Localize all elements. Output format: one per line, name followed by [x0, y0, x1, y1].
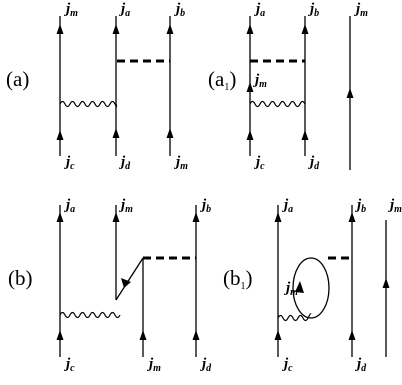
- wavy-line-a: [59, 100, 118, 108]
- label-b-bottom-right: jd: [200, 356, 212, 374]
- arrow-b1-right: [382, 278, 390, 288]
- label-b1-bottom-mid: jd: [355, 356, 367, 374]
- arrow-a1-left-mid: [246, 82, 254, 92]
- label-a1-top-left: ja: [254, 1, 265, 19]
- arrow-a1-left-top: [246, 24, 254, 34]
- arrow-a-left-bottom: [56, 130, 64, 140]
- wavy-line-b: [59, 311, 121, 319]
- arrow-a-left-top: [56, 24, 64, 34]
- arrow-a-mid-top: [112, 24, 120, 34]
- panel-a: (a) jm ja jb jc jd: [6, 1, 188, 172]
- arrow-b1-left-top: [274, 212, 282, 222]
- panel-a-label: (a): [6, 67, 29, 91]
- arrow-a-right-top: [166, 24, 174, 34]
- label-b-top-left: ja: [64, 197, 75, 215]
- label-a-bottom-left: jc: [64, 154, 75, 172]
- arrow-a1-right: [346, 88, 354, 98]
- arrow-a1-left-bottom: [246, 130, 254, 140]
- arrow-b-mid-bottom: [139, 330, 147, 340]
- label-b-bottom-left: jc: [64, 356, 75, 374]
- panel-b-label: (b): [8, 266, 33, 290]
- label-a-top-left: jm: [64, 1, 78, 19]
- panel-a1: (a1) ja jb jm jm jc jd: [208, 1, 368, 172]
- label-a1-inner: jm: [253, 72, 267, 90]
- arrow-b-left-top: [56, 212, 64, 222]
- panel-b1-label: (b1): [223, 266, 253, 292]
- label-a1-top-right: jm: [354, 1, 368, 19]
- label-b1-bottom-left: jc: [282, 356, 293, 374]
- panel-b1: (b1) ja jb jm jm jc jd: [223, 197, 402, 374]
- arrow-b-right-top: [192, 212, 200, 222]
- arrow-a-mid-bottom: [112, 128, 120, 138]
- label-b-top-right: jb: [200, 197, 211, 215]
- label-a-bottom-mid: jd: [119, 154, 131, 172]
- label-b1-top-mid: jb: [355, 197, 366, 215]
- arrow-b-diagonal: [121, 278, 131, 288]
- line-b-diagonal: [115, 257, 144, 301]
- arrow-b-right-bottom: [192, 330, 200, 340]
- arrow-a-right-bottom: [166, 128, 174, 138]
- label-a1-top-mid: jb: [308, 1, 319, 19]
- arrow-b-left-bottom: [56, 330, 64, 340]
- wavy-line-a1: [249, 100, 306, 108]
- panel-b: (b) ja jm jb jc jm jd: [8, 197, 212, 374]
- label-b1-top-right: jm: [388, 197, 402, 215]
- label-a1-bottom-left: jc: [254, 154, 265, 172]
- arrow-b1-loop: [295, 281, 304, 293]
- arrow-b-mid-top: [112, 212, 120, 222]
- label-b1-top-left: ja: [282, 197, 293, 215]
- loop-b1: [292, 257, 330, 319]
- label-b-bottom-mid: jm: [147, 356, 161, 374]
- arrow-b1-mid-top: [348, 212, 356, 222]
- label-b1-loop: jm: [284, 280, 298, 298]
- label-a-top-mid: ja: [119, 1, 130, 19]
- label-a-bottom-right: jm: [174, 154, 188, 172]
- arrow-b1-left-bottom: [274, 330, 282, 340]
- arrow-a1-mid-bottom: [301, 130, 309, 140]
- label-a-top-right: jb: [174, 1, 185, 19]
- wavy-line-b1: [277, 313, 312, 322]
- arrow-a1-mid-top: [301, 24, 309, 34]
- arrow-b1-mid-bottom: [348, 330, 356, 340]
- label-a1-bottom-mid: jd: [308, 154, 320, 172]
- panel-a1-label: (a1): [208, 67, 236, 93]
- label-b-top-mid: jm: [119, 197, 133, 215]
